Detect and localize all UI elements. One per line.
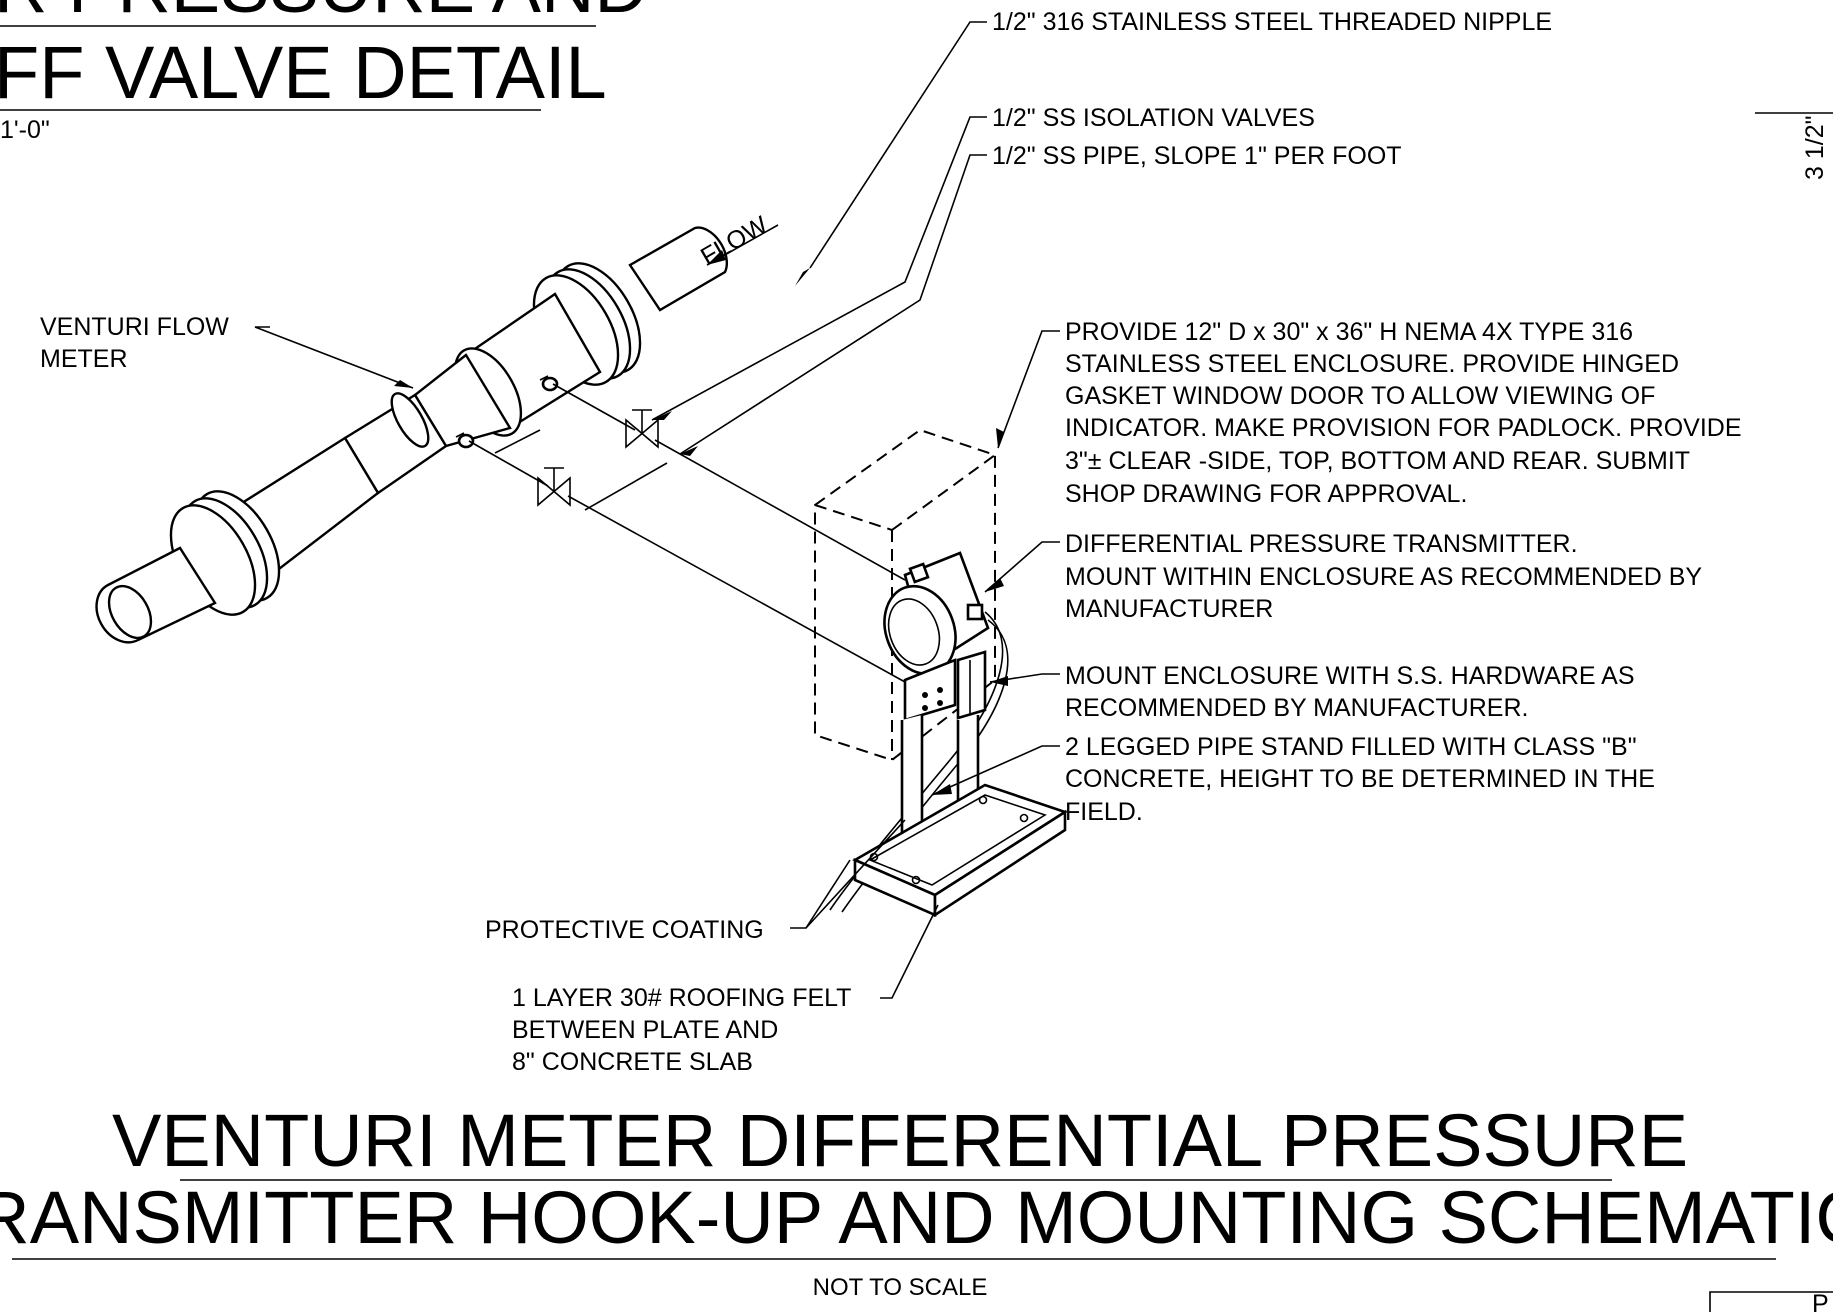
flow-arrow: FLOW — [696, 211, 779, 272]
label-stand-line2: CONCRETE, HEIGHT TO BE DETERMINED IN THE — [1065, 765, 1655, 793]
label-felt-line1: 1 LAYER 30# ROOFING FELT — [512, 984, 851, 1012]
leader-lines — [254, 21, 1833, 999]
differential-pressure-transmitter — [829, 551, 1009, 913]
title-line1: VENTURI METER DIFFERENTIAL PRESSURE — [112, 1099, 1688, 1182]
flow-label: FLOW — [696, 211, 773, 272]
upstream-pipe — [628, 226, 729, 312]
label-transmitter-line2: MOUNT WITHIN ENCLOSURE AS RECOMMENDED BY — [1065, 563, 1702, 591]
label-protective-coating: PROTECTIVE COATING — [485, 916, 764, 944]
label-enclosure-line4: INDICATOR. MAKE PROVISION FOR PADLOCK. P… — [1065, 414, 1742, 442]
label-enclosure-line2: STAINLESS STEEL ENCLOSURE. PROVIDE HINGE… — [1065, 350, 1679, 378]
isolation-valve-lower — [537, 467, 571, 507]
low-pressure-tap — [457, 433, 475, 449]
label-venturi-line1: VENTURI FLOW — [40, 313, 229, 341]
label-felt-line3: 8" CONCRETE SLAB — [512, 1048, 753, 1076]
label-venturi-line2: METER — [40, 345, 128, 373]
title-scale: NOT TO SCALE — [813, 1274, 988, 1301]
label-transmitter-line3: MANUFACTURER — [1065, 595, 1273, 623]
high-pressure-tap — [541, 376, 559, 392]
label-nipple: 1/2" 316 STAINLESS STEEL THREADED NIPPLE — [992, 8, 1552, 36]
main-title: VENTURI METER DIFFERENTIAL PRESSURE TRAN… — [0, 1099, 1833, 1301]
label-isolation-valves: 1/2" SS ISOLATION VALVES — [992, 104, 1315, 132]
title-block-corner: P — [1709, 1290, 1833, 1312]
label-enclosure-line5: 3"± CLEAR -SIDE, TOP, BOTTOM AND REAR. S… — [1065, 447, 1690, 475]
label-enclosure-line1: PROVIDE 12" D x 30" x 36" H NEMA 4X TYPE… — [1065, 318, 1633, 346]
partial-title-line2: FF VALVE DETAIL — [0, 31, 607, 114]
title-line2: TRANSMITTER HOOK-UP AND MOUNTING SCHEMAT… — [0, 1176, 1833, 1259]
label-transmitter-line1: DIFFERENTIAL PRESSURE TRANSMITTER. — [1065, 530, 1578, 558]
label-stand-line1: 2 LEGGED PIPE STAND FILLED WITH CLASS "B… — [1065, 733, 1637, 761]
partial-title-scale: 1'-0" — [0, 116, 50, 144]
impulse-lines — [468, 383, 906, 683]
label-stand-line3: FIELD. — [1065, 798, 1143, 826]
title-block-fragment: P — [1812, 1290, 1829, 1312]
edge-dimension: 3 1/2" — [1801, 116, 1829, 180]
label-hardware-line2: RECOMMENDED BY MANUFACTURER. — [1065, 694, 1528, 722]
label-enclosure-line6: SHOP DRAWING FOR APPROVAL. — [1065, 480, 1467, 508]
partial-title-line1: R PRESSURE AND — [0, 0, 648, 28]
labels: 1/2" 316 STAINLESS STEEL THREADED NIPPLE… — [40, 8, 1829, 1076]
label-ss-pipe: 1/2" SS PIPE, SLOPE 1" PER FOOT — [992, 142, 1402, 170]
pipe-stand — [852, 715, 1068, 918]
label-enclosure-line3: GASKET WINDOW DOOR TO ALLOW VIEWING OF — [1065, 382, 1655, 410]
venturi-flow-meter — [95, 226, 729, 644]
label-hardware-line1: MOUNT ENCLOSURE WITH S.S. HARDWARE AS — [1065, 662, 1635, 690]
slope-dimension — [494, 429, 668, 511]
label-felt-line2: BETWEEN PLATE AND — [512, 1016, 778, 1044]
